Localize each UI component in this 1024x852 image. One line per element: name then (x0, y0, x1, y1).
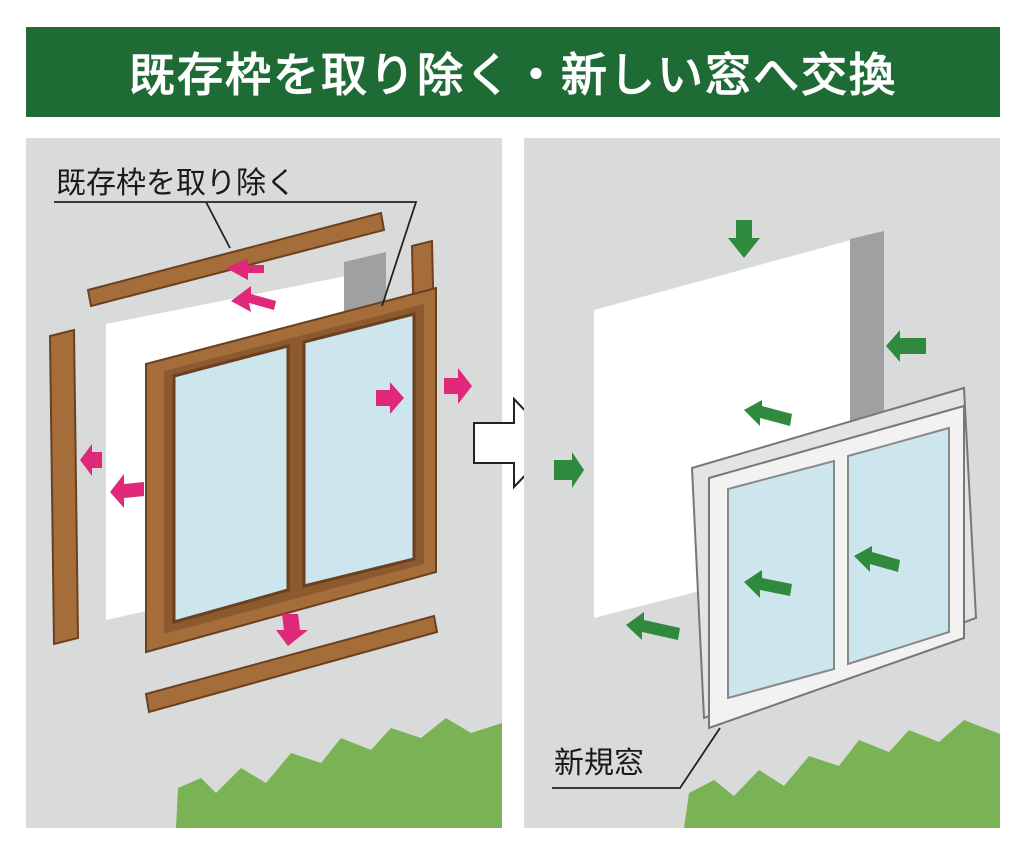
leader-line (205, 201, 231, 249)
new-window-illustration (552, 220, 1000, 828)
pink-arrow-icon (226, 258, 264, 280)
green-arrows (554, 220, 926, 640)
green-arrow-icon (854, 546, 900, 572)
pink-arrows (80, 258, 472, 646)
page-title: 既存枠を取り除く・新しい窓へ交換 (129, 48, 897, 102)
remove-frame-label: 既存枠を取り除く (56, 166, 296, 201)
remove-frame-illustration (48, 201, 502, 828)
right-glass-pane (847, 426, 950, 666)
pink-arrow-icon (376, 382, 404, 414)
leader-line (54, 201, 418, 307)
new-window-panel: 新規窓 (524, 138, 1000, 828)
pink-arrow-icon (110, 474, 144, 508)
green-arrow-icon (554, 452, 584, 488)
right-glass-pane (302, 312, 416, 588)
green-arrow-icon (626, 612, 680, 640)
green-arrow-icon (886, 330, 926, 362)
pink-arrow-icon (276, 614, 308, 646)
title-banner: 既存枠を取り除く・新しい窓へ交換 (26, 27, 1000, 117)
pink-arrow-icon (231, 286, 276, 312)
left-glass-pane (172, 344, 290, 624)
leader-line (552, 727, 721, 789)
pink-arrow-icon (80, 444, 102, 476)
pink-arrow-icon (444, 368, 472, 404)
top-wood-piece (86, 211, 386, 308)
remove-frame-panel: 既存枠を取り除く (26, 138, 502, 828)
bush-shape (176, 718, 502, 828)
new-window-label: 新規窓 (554, 746, 644, 781)
green-arrow-icon (744, 570, 792, 598)
green-arrow-icon (744, 400, 792, 426)
bush-shape (684, 720, 1000, 828)
bottom-wood-piece (144, 614, 439, 714)
left-glass-pane (727, 459, 835, 700)
left-wood-piece (48, 328, 80, 646)
green-arrow-icon (728, 220, 760, 258)
